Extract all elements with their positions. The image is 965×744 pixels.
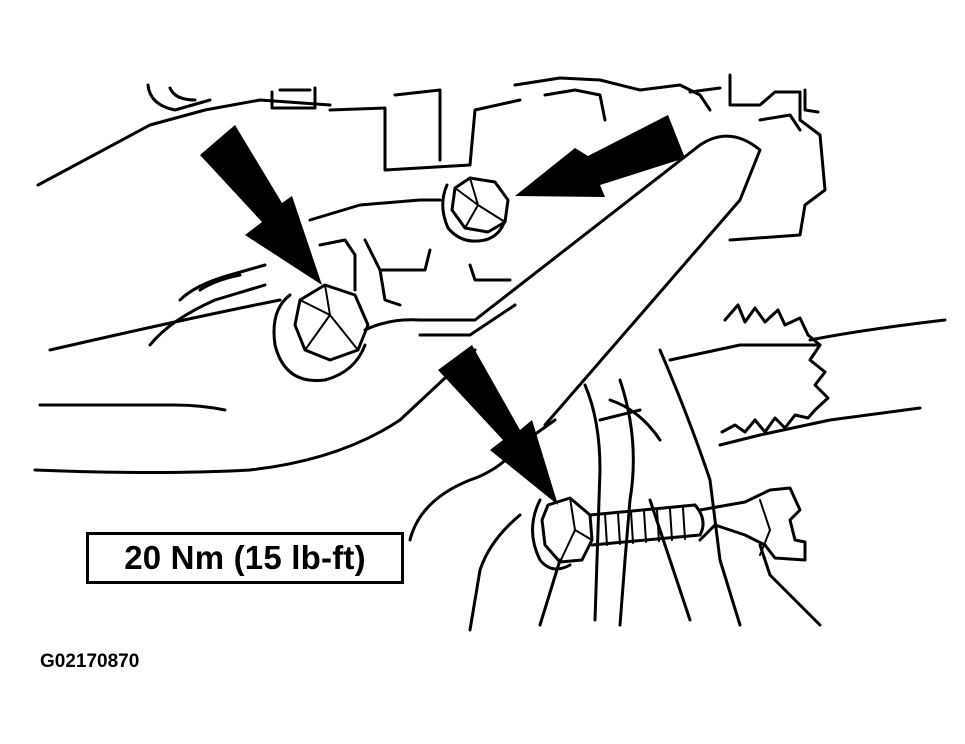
bolt-upper-center	[441, 176, 510, 243]
washer	[272, 293, 367, 383]
washer	[531, 498, 572, 571]
callout-arrows	[200, 115, 685, 505]
shaft-breakline	[720, 303, 947, 434]
arrow-icon	[200, 125, 322, 285]
hex-bolt-head-icon	[540, 496, 594, 564]
bolt-lower-threaded	[531, 496, 705, 571]
lower-engine-outline	[408, 343, 922, 632]
figure-id: G02170870	[40, 651, 140, 672]
bolt-icon	[588, 503, 705, 547]
bolt-upper-left	[272, 283, 370, 383]
arrow-icon	[515, 115, 685, 197]
washer	[441, 183, 507, 243]
clamp-bracket	[698, 486, 807, 562]
engine-housing-outline	[36, 73, 827, 412]
arrow-icon	[438, 345, 558, 505]
torque-spec-label: 20 Nm (15 lb-ft)	[86, 532, 404, 584]
hex-bolt-head-icon	[450, 176, 510, 234]
bracket-arm	[33, 134, 762, 474]
